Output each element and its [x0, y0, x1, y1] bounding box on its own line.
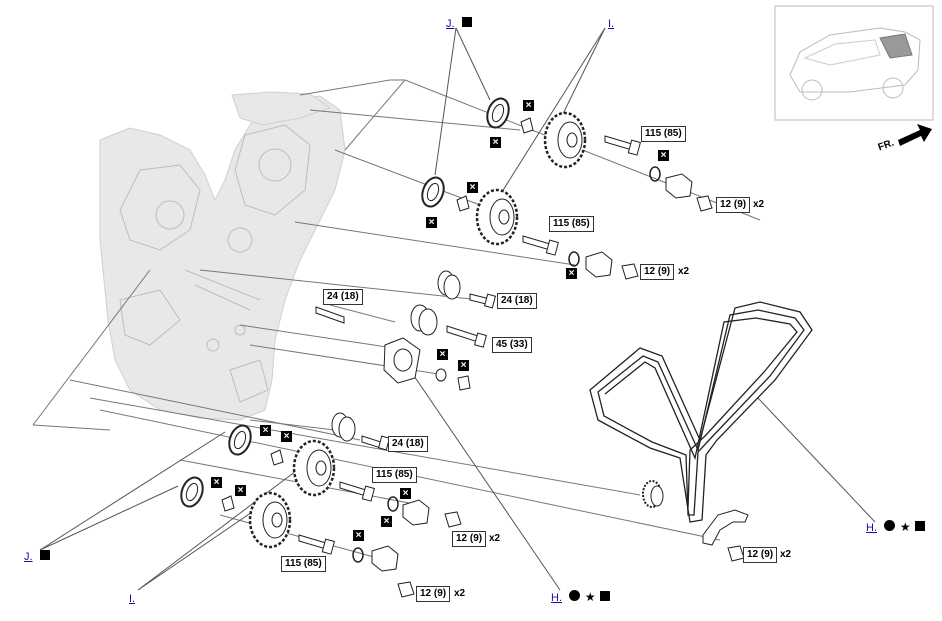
camshaft-oil-seal-lower-a: [228, 424, 252, 456]
reference-i-bottom: I.: [129, 589, 135, 607]
stud-bolt: [315, 306, 345, 324]
circle-icon: [569, 590, 581, 601]
replace-part-icon: ×: [523, 100, 534, 111]
small-bolts: [397, 195, 745, 598]
reference-h-bottom: H. ★: [551, 588, 611, 606]
replace-part-icon: ×: [260, 425, 271, 436]
torque-label: 45 (33): [492, 337, 532, 353]
quantity-multiplier: x2: [489, 533, 501, 544]
torque-label: 12 (9): [716, 197, 751, 213]
sprocket-plug-covers: [371, 173, 693, 572]
camshaft-sprocket-lower-a: [292, 439, 336, 497]
washers: [221, 117, 534, 512]
timing-belt-tensioner: [383, 337, 421, 384]
star-icon: ★: [899, 520, 911, 534]
replace-part-icon: ×: [426, 217, 437, 228]
replace-part-icon: ×: [353, 530, 364, 541]
quantity-multiplier: x2: [678, 266, 690, 277]
camshaft-oil-seal-upper: [486, 97, 510, 129]
leader-lines: [32, 79, 761, 561]
replace-part-icon: ×: [381, 516, 392, 527]
replace-part-icon: ×: [437, 349, 448, 360]
camshaft-oil-seal-lower-b: [180, 476, 204, 508]
front-direction-arrow: [898, 124, 932, 146]
camshaft-sprocket-upper: [543, 111, 587, 169]
torque-label: 115 (85): [372, 467, 417, 483]
callout-lines: [39, 27, 876, 591]
torque-label: 115 (85): [641, 126, 686, 142]
reference-link-h[interactable]: H.: [866, 522, 877, 534]
replace-part-icon: ×: [281, 431, 292, 442]
sprocket-bolts: [298, 135, 641, 555]
idler-pulley-lower: [331, 412, 391, 451]
torque-label: 115 (85): [281, 556, 326, 572]
reference-j-bottom: J.: [24, 547, 51, 565]
square-icon: [462, 17, 473, 27]
replace-part-icon: ×: [211, 477, 222, 488]
camshaft-sprocket-middle: [475, 188, 519, 246]
idler-pulley-middle: [410, 304, 487, 348]
torque-label: 12 (9): [416, 586, 451, 602]
reference-link-i[interactable]: I.: [608, 18, 615, 30]
replace-part-icon: ×: [490, 137, 501, 148]
o-rings: [352, 166, 661, 563]
replace-part-icon: ×: [566, 268, 577, 279]
square-icon: [915, 521, 926, 531]
reference-i-top: I.: [608, 14, 614, 32]
crankshaft-guide: [702, 509, 749, 546]
replace-part-icon: ×: [658, 150, 669, 161]
reference-link-j[interactable]: J.: [24, 551, 33, 563]
reference-link-h[interactable]: H.: [551, 592, 562, 604]
torque-label: 24 (18): [497, 293, 537, 309]
torque-label: 24 (18): [323, 289, 363, 305]
circle-icon: [884, 520, 896, 531]
torque-label: 12 (9): [452, 531, 487, 547]
torque-label: 12 (9): [743, 547, 778, 563]
square-icon: [600, 591, 611, 601]
quantity-multiplier: x2: [780, 549, 792, 560]
reference-link-i[interactable]: I.: [129, 593, 136, 605]
torque-label: 115 (85): [549, 216, 594, 232]
torque-label: 24 (18): [388, 436, 428, 452]
replace-part-icon: ×: [235, 485, 246, 496]
torque-label: 12 (9): [640, 264, 675, 280]
reference-j-top: J.: [446, 14, 473, 32]
crankshaft-sprocket: [642, 480, 664, 508]
replace-part-icon: ×: [400, 488, 411, 499]
engine-block-silhouette: [99, 91, 346, 421]
square-icon: [40, 550, 51, 560]
reference-h-right: H. ★: [866, 518, 926, 536]
timing-belt: [589, 301, 813, 523]
replace-part-icon: ×: [467, 182, 478, 193]
star-icon: ★: [584, 590, 596, 604]
camshaft-oil-seal-middle: [421, 176, 445, 208]
replace-part-icon: ×: [458, 360, 469, 371]
quantity-multiplier: x2: [454, 588, 466, 599]
reference-link-j[interactable]: J.: [446, 18, 455, 30]
vehicle-locator-inset: [774, 5, 934, 121]
idler-pulley-upper: [437, 270, 497, 309]
camshaft-sprocket-lower-b: [248, 491, 292, 549]
quantity-multiplier: x2: [753, 199, 765, 210]
